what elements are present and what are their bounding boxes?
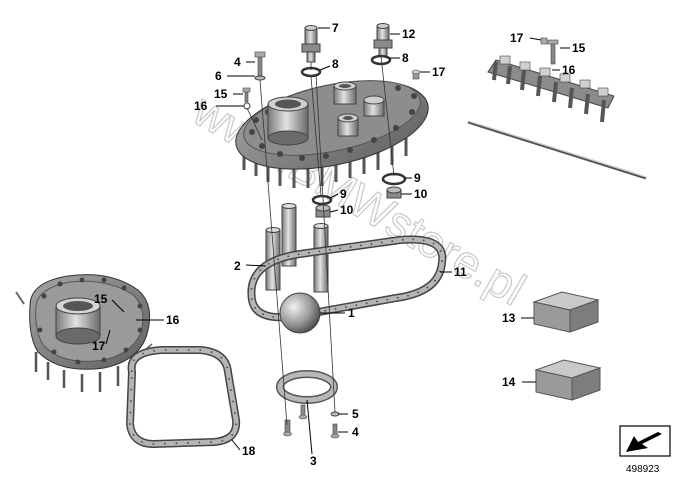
callout-10-right: 10 [414, 187, 428, 201]
pump-flange-left [15, 274, 153, 392]
rail-assembly [487, 37, 615, 123]
leader-lines [105, 27, 570, 455]
bolt-17-top [411, 69, 421, 80]
callout-10-center: 10 [340, 203, 354, 217]
left-flange-tube [55, 297, 101, 345]
callout-11: 11 [454, 265, 467, 279]
flange-small-tube-b [337, 113, 359, 137]
nut-10-right [386, 186, 402, 199]
reference-number: 498923 [626, 464, 660, 475]
callout-5: 5 [352, 407, 359, 421]
washer-9-center [311, 194, 333, 206]
box-14 [534, 359, 602, 401]
callout-15-top: 15 [214, 87, 228, 101]
callout-4-top: 4 [234, 55, 241, 69]
callout-4-bottom: 4 [352, 425, 359, 439]
callout-16-top: 16 [194, 99, 208, 113]
bolt-bottom-center [298, 404, 308, 420]
connector-12 [373, 23, 393, 57]
bolt-4-top [254, 51, 266, 77]
callout-8-right: 8 [402, 51, 409, 65]
callout-3: 3 [310, 454, 317, 468]
connector-7 [301, 25, 321, 63]
pump-flange-main [235, 80, 429, 188]
callout-6: 6 [215, 69, 222, 83]
callout-15-right: 15 [572, 41, 586, 55]
callout-1: 1 [348, 306, 355, 320]
retaining-ring-3 [276, 370, 338, 404]
callout-17-left: 17 [92, 339, 106, 353]
bolt-15-top [242, 87, 251, 103]
callout-2: 2 [234, 259, 241, 273]
assembly-lines [246, 55, 395, 426]
callout-9-center: 9 [340, 187, 347, 201]
gasket-18 [125, 346, 241, 449]
standpipe-2-right [313, 223, 329, 293]
callout-12: 12 [402, 27, 416, 41]
callout-17-top: 17 [432, 65, 446, 79]
callout-18: 18 [242, 444, 256, 458]
callout-8-left: 8 [332, 57, 339, 71]
box-13 [532, 291, 600, 333]
bolt-bottom-left [283, 419, 292, 437]
washer-5-bottom [330, 411, 340, 417]
left-flange-bolts [37, 277, 143, 365]
callout-14: 14 [502, 375, 516, 389]
callout-16-left: 16 [166, 313, 180, 327]
flange-bolt-heads [249, 85, 417, 161]
arrow-icon [619, 425, 671, 457]
callout-17-right: 17 [510, 31, 524, 45]
callout-13: 13 [502, 311, 516, 325]
bolt-4-bottom [330, 423, 340, 439]
flange-large-tube [267, 96, 309, 146]
float-ball-1 [279, 292, 321, 334]
callout-labels-all: 1 2 3 4 4 5 6 7 8 8 9 9 10 10 11 12 13 1… [92, 21, 586, 468]
washer-6 [254, 75, 266, 81]
flange-small-tube-c [363, 95, 385, 117]
nut-10-center [315, 204, 331, 218]
callout-9-right: 9 [414, 171, 421, 185]
callout-16-right: 16 [562, 63, 576, 77]
standpipe-2-mid [281, 203, 297, 267]
connecting-rod [467, 120, 647, 180]
callout-15-left: 15 [94, 292, 108, 306]
flange-small-tube-a [333, 81, 357, 105]
left-flange-stud [15, 291, 25, 305]
callout-7-main: 7 [332, 21, 339, 35]
